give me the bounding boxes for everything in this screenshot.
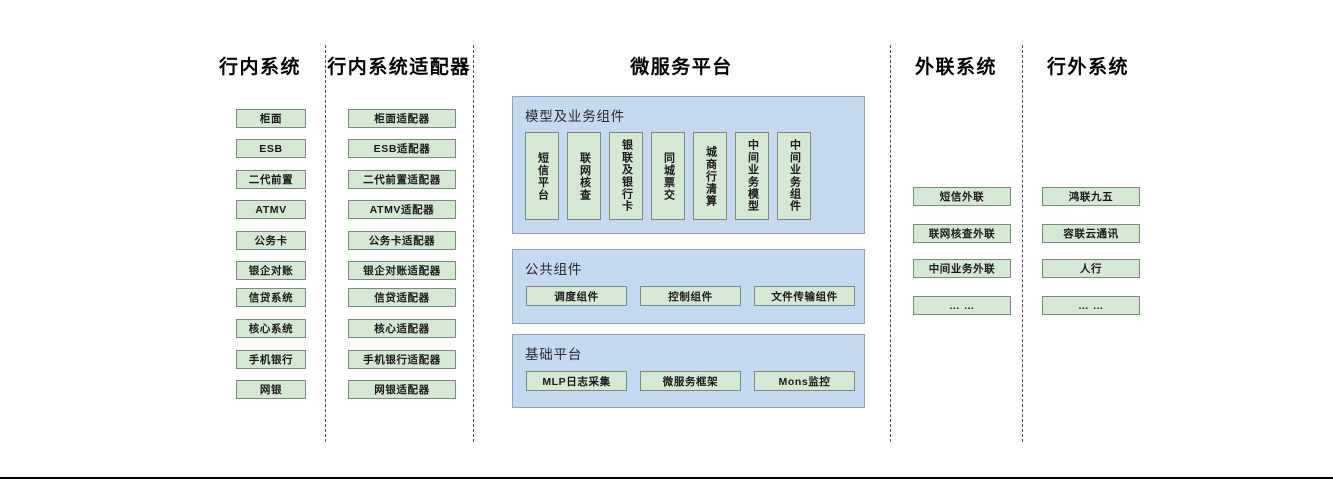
node-base-platform-component[interactable]: MLP日志采集 bbox=[526, 371, 627, 391]
node-base-platform-component[interactable]: 微服务框架 bbox=[640, 371, 741, 391]
node-external-link-system[interactable]: … … bbox=[913, 296, 1011, 315]
node-inner-adapter[interactable]: 手机银行适配器 bbox=[348, 350, 456, 369]
panel-title-model-business-components: 模型及业务组件 bbox=[525, 109, 626, 124]
node-inner-system[interactable]: 手机银行 bbox=[236, 350, 306, 369]
node-public-component[interactable]: 文件传输组件 bbox=[754, 286, 855, 306]
node-inner-adapter[interactable]: ATMV适配器 bbox=[348, 200, 456, 219]
panel-public-components: 公共组件 调度组件 控制组件 文件传输组件 bbox=[512, 249, 865, 324]
node-inner-adapter[interactable]: 银企对账适配器 bbox=[348, 261, 456, 280]
node-outside-system[interactable]: 鸿联九五 bbox=[1042, 187, 1140, 206]
node-inner-system[interactable]: 信贷系统 bbox=[236, 288, 306, 307]
vnode-label: 短信平台 bbox=[536, 151, 549, 201]
bottom-rule bbox=[0, 477, 1333, 479]
node-inner-system[interactable]: 柜面 bbox=[236, 109, 306, 128]
node-external-link-system[interactable]: 联网核查外联 bbox=[913, 224, 1011, 243]
node-inner-adapter[interactable]: 信贷适配器 bbox=[348, 288, 456, 307]
node-inner-adapter[interactable]: ESB适配器 bbox=[348, 139, 456, 158]
node-inner-adapter[interactable]: 核心适配器 bbox=[348, 319, 456, 338]
node-inner-system[interactable]: ATMV bbox=[236, 200, 306, 219]
node-inner-system[interactable]: 公务卡 bbox=[236, 231, 306, 250]
vnode-model-component[interactable]: 城商行清算 bbox=[693, 132, 727, 220]
node-public-component[interactable]: 调度组件 bbox=[526, 286, 627, 306]
node-inner-adapter[interactable]: 柜面适配器 bbox=[348, 109, 456, 128]
divider-4 bbox=[1022, 45, 1023, 442]
panel-title-base-platform: 基础平台 bbox=[525, 347, 583, 362]
vnode-model-component[interactable]: 同城票交 bbox=[651, 132, 685, 220]
divider-3 bbox=[890, 45, 891, 442]
panel-base-platform: 基础平台 MLP日志采集 微服务框架 Mons监控 bbox=[512, 334, 865, 408]
vnode-label: 中间业务模型 bbox=[746, 139, 759, 213]
vnode-model-component[interactable]: 中间业务组件 bbox=[777, 132, 811, 220]
node-external-link-system[interactable]: 短信外联 bbox=[913, 187, 1011, 206]
node-inner-adapter[interactable]: 二代前置适配器 bbox=[348, 170, 456, 189]
node-external-link-system[interactable]: 中间业务外联 bbox=[913, 259, 1011, 278]
vnode-model-component[interactable]: 中间业务模型 bbox=[735, 132, 769, 220]
node-public-component[interactable]: 控制组件 bbox=[640, 286, 741, 306]
node-inner-system[interactable]: 核心系统 bbox=[236, 319, 306, 338]
vnode-label: 中间业务组件 bbox=[788, 139, 801, 213]
column-title-microservice-platform: 微服务平台 bbox=[630, 57, 733, 78]
vnode-label: 同城票交 bbox=[662, 151, 675, 201]
divider-2 bbox=[473, 45, 474, 442]
node-inner-system[interactable]: 网银 bbox=[236, 380, 306, 399]
node-inner-system[interactable]: ESB bbox=[236, 139, 306, 158]
node-inner-adapter[interactable]: 网银适配器 bbox=[348, 380, 456, 399]
node-inner-system[interactable]: 二代前置 bbox=[236, 170, 306, 189]
column-title-inner-systems: 行内系统 bbox=[218, 57, 301, 78]
column-title-inner-adapters: 行内系统适配器 bbox=[327, 57, 471, 78]
node-outside-system[interactable]: … … bbox=[1042, 296, 1140, 315]
node-inner-system[interactable]: 银企对账 bbox=[236, 261, 306, 280]
vnode-model-component[interactable]: 联网核查 bbox=[567, 132, 601, 220]
vnode-model-component[interactable]: 短信平台 bbox=[525, 132, 559, 220]
node-base-platform-component[interactable]: Mons监控 bbox=[754, 371, 855, 391]
panel-model-business-components: 模型及业务组件 短信平台 联网核查 银联及银行卡 同城票交 城商行清算 中间业务… bbox=[512, 96, 865, 234]
node-outside-system[interactable]: 人行 bbox=[1042, 259, 1140, 278]
vnode-model-component[interactable]: 银联及银行卡 bbox=[609, 132, 643, 220]
vnode-label: 联网核查 bbox=[578, 151, 591, 201]
vnode-label: 城商行清算 bbox=[704, 145, 717, 207]
vnode-label: 银联及银行卡 bbox=[620, 139, 633, 213]
column-title-external-link-systems: 外联系统 bbox=[914, 57, 997, 78]
panel-title-public-components: 公共组件 bbox=[525, 262, 583, 277]
divider-1 bbox=[325, 45, 326, 442]
node-outside-system[interactable]: 容联云通讯 bbox=[1042, 224, 1140, 243]
node-inner-adapter[interactable]: 公务卡适配器 bbox=[348, 231, 456, 250]
column-title-outside-systems: 行外系统 bbox=[1046, 57, 1129, 78]
